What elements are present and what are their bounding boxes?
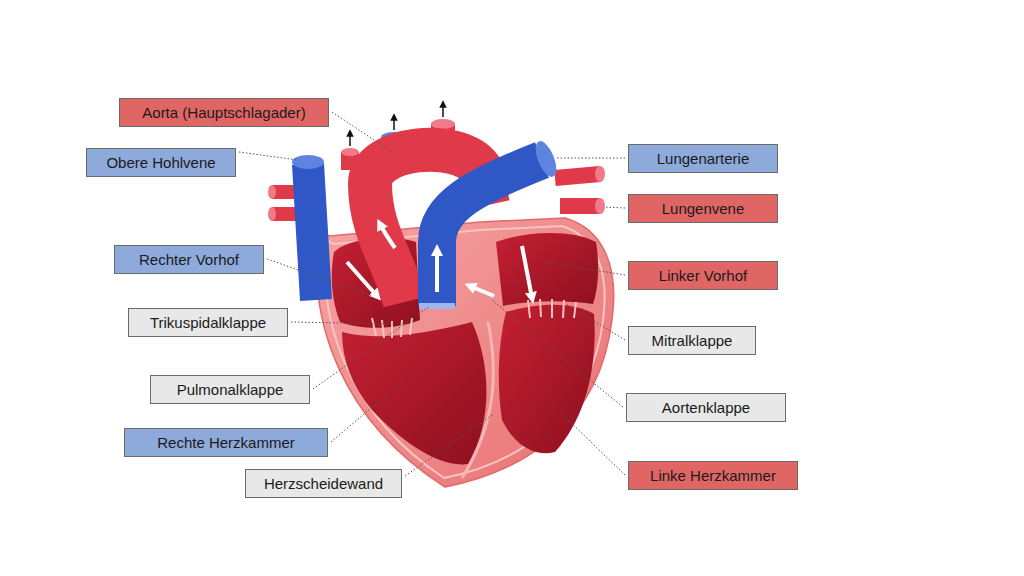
vessel-end xyxy=(292,155,324,169)
heart-wall xyxy=(316,218,613,487)
part-label: Linke Herzkammer xyxy=(650,467,776,485)
vessel-end xyxy=(595,166,605,182)
septum-line xyxy=(462,322,493,478)
leader-line xyxy=(492,300,623,407)
vessel-end xyxy=(531,138,560,179)
flow-arrow xyxy=(347,262,377,296)
pulmonary-artery xyxy=(437,160,542,306)
flow-arrow xyxy=(470,286,494,296)
part-label: Herzscheidewand xyxy=(264,475,383,493)
leader-line xyxy=(332,112,392,152)
left-ventricle xyxy=(499,305,595,453)
label-box: Pulmonalklappe xyxy=(150,375,310,404)
label-box: Linker Vorhof xyxy=(628,261,778,290)
vessel-end xyxy=(268,207,276,221)
flow-arrow xyxy=(522,246,532,298)
leader-line xyxy=(556,158,625,159)
part-label: Lungenarterie xyxy=(657,150,750,168)
vessel-end xyxy=(431,119,455,129)
heart-wall-rim xyxy=(325,226,605,478)
vessel-end xyxy=(341,148,359,156)
leader-line xyxy=(267,259,372,296)
part-label: Aortenklappe xyxy=(662,399,750,417)
part-label: Obere Hohlvene xyxy=(106,154,215,172)
label-box: Herzscheidewand xyxy=(245,469,402,498)
tricuspid-strands xyxy=(372,318,412,338)
left-atrium xyxy=(496,233,598,306)
vena-cava xyxy=(308,164,316,300)
part-label: Lungenvene xyxy=(662,200,745,218)
part-label: Rechter Vorhof xyxy=(139,251,239,269)
leader-line xyxy=(604,207,625,208)
vessel-end xyxy=(268,185,276,199)
part-label: Mitralklappe xyxy=(652,332,733,350)
vessel-end xyxy=(595,198,605,214)
leader-line xyxy=(239,152,298,160)
label-box: Rechter Vorhof xyxy=(114,245,264,274)
label-box: Aorta (Hauptschlagader) xyxy=(119,98,329,127)
flow-arrow xyxy=(380,224,395,248)
part-label: Trikuspidalklappe xyxy=(150,314,266,332)
part-label: Rechte Herzkammer xyxy=(157,434,295,452)
part-label: Linker Vorhof xyxy=(659,267,747,285)
leader-line xyxy=(566,304,625,340)
flow-arrow xyxy=(435,250,439,292)
label-box: Obere Hohlvene xyxy=(86,148,236,177)
part-label: Aorta (Hauptschlagader) xyxy=(142,104,305,122)
label-box: Rechte Herzkammer xyxy=(124,428,328,457)
label-box: Trikuspidalklappe xyxy=(128,308,288,337)
label-box: Mitralklappe xyxy=(628,326,756,355)
label-box: Linke Herzkammer xyxy=(628,461,798,490)
right-ventricle xyxy=(342,322,487,464)
outflow-arrow xyxy=(393,117,395,130)
leader-line xyxy=(313,306,430,389)
label-box: Lungenvene xyxy=(628,194,778,223)
outflow-arrow xyxy=(349,133,351,146)
leader-line xyxy=(331,382,402,442)
pulmonary-valve-ring xyxy=(419,303,455,309)
label-box: Aortenklappe xyxy=(626,393,786,422)
outflow-arrow xyxy=(442,104,444,117)
leader-line xyxy=(291,322,396,324)
pulmonary-vein xyxy=(560,198,600,214)
leader-line xyxy=(560,412,625,475)
part-label: Pulmonalklappe xyxy=(177,381,284,399)
leader-line xyxy=(405,414,494,476)
label-box: Lungenarterie xyxy=(628,144,778,173)
leader-line xyxy=(545,262,625,275)
pulmonary-vein xyxy=(555,174,600,178)
mitral-strands xyxy=(528,299,576,318)
